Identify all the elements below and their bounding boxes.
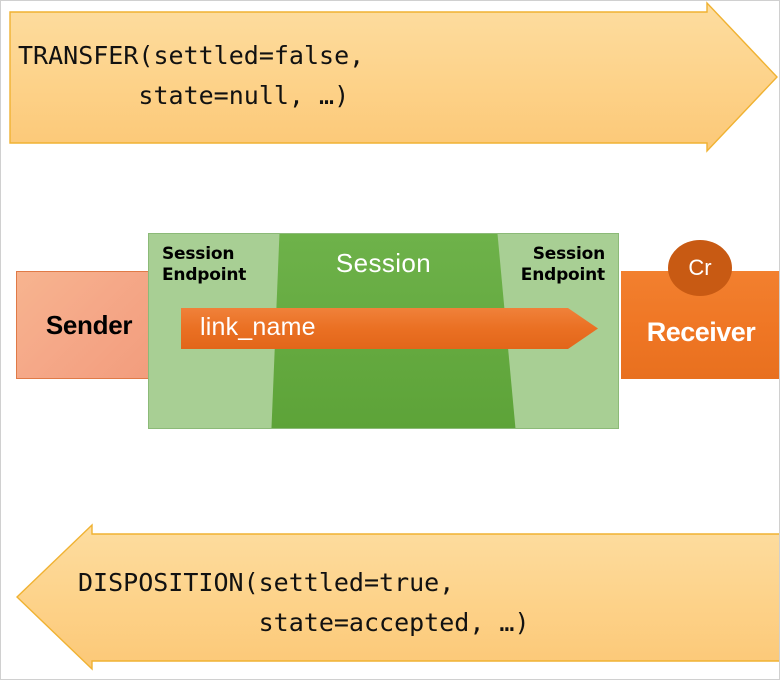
- session-endpoint-left-line1: Session: [162, 244, 235, 264]
- bottom-disposition-arrow: DISPOSITION(settled=true, state=accepted…: [1, 521, 779, 679]
- top-transfer-arrow: TRANSFER(settled=false, state=null, …): [1, 1, 779, 161]
- bottom-arrow-line1: DISPOSITION(settled=true,: [78, 568, 455, 597]
- bottom-arrow-line2: state=accepted, …): [78, 608, 530, 637]
- session-endpoint-right-label: Session Endpoint: [521, 244, 605, 285]
- link-name-arrow: link_name: [181, 305, 598, 352]
- session-endpoint-right-line2: Endpoint: [520, 264, 605, 285]
- link-name-label: link_name: [200, 313, 316, 341]
- top-arrow-line1: TRANSFER(settled=false,: [18, 41, 365, 70]
- session-endpoint-left-line2: Endpoint: [162, 264, 247, 285]
- top-arrow-shape: [9, 1, 778, 153]
- sender-label: Sender: [45, 309, 133, 340]
- top-arrow-line2: state=null, …): [18, 81, 350, 110]
- session-endpoint-right-line1: Session: [532, 244, 605, 264]
- receiver-label: Receiver: [646, 316, 756, 347]
- link-arrow-shape: [181, 308, 598, 349]
- sender-box: Sender: [16, 271, 162, 379]
- session-title: Session: [335, 248, 432, 278]
- bottom-arrow-shape: [15, 523, 779, 671]
- session-endpoint-left-label: Session Endpoint: [162, 244, 246, 285]
- receiver-cr-badge-label: Cr: [688, 255, 712, 280]
- receiver-cr-badge: Cr: [668, 240, 732, 296]
